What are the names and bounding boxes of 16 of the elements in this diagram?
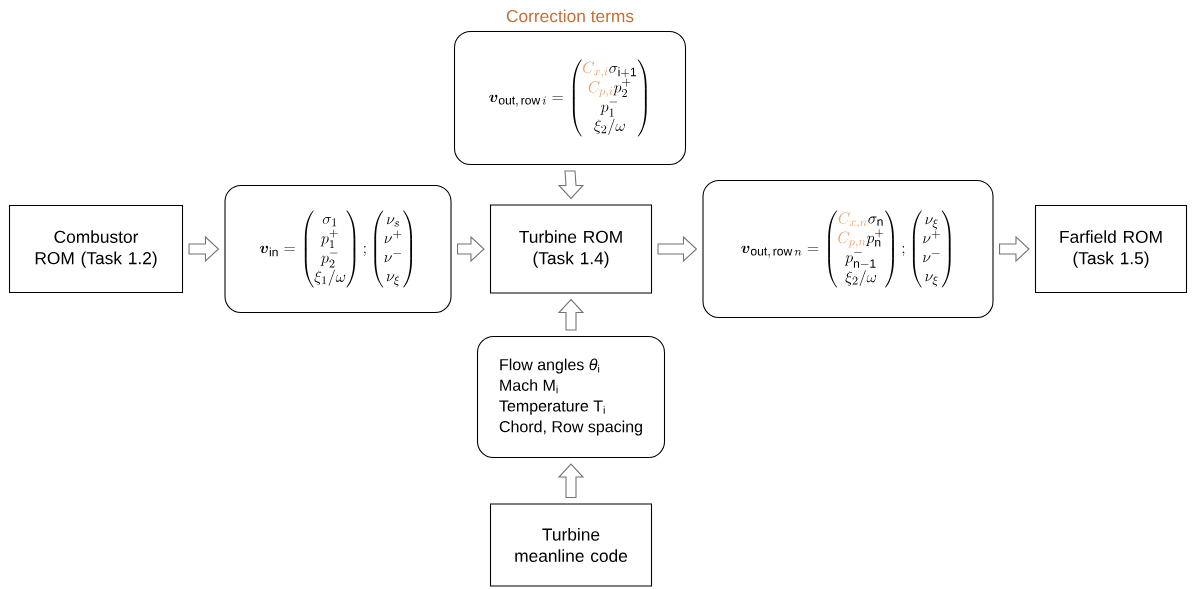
block-arrow (999, 235, 1030, 263)
block-arrow (188, 235, 220, 263)
process-box: Turbine ROM (Task 1.4) (489, 204, 653, 294)
parameter-box: Flow angles θ$_{i}$ Mach M$_{i}$ Temperature T$_{i}$ Chord, Row spacing (476, 335, 666, 459)
process-box: Farfield ROM (Task 1.5) (1034, 204, 1188, 294)
process-box: Turbine meanline code (489, 503, 653, 587)
block-arrow (557, 170, 585, 200)
block-arrow (557, 298, 585, 331)
vector-box: $\boldsymbol{v}_{\mathrm{out,\,row}\,i} = \begin{pmatrix}\textcolor[HTML]{E8A070}{C_{x,i}}\sigma_{\mathrm{i+1}}\\ \textcolor[HTML]{E8A070}{C_{p,i}}p_2^+\\ p_1^-\\ \xi_2/\omega\end{pmatrix}$ (453, 30, 687, 166)
process-box: Combustor ROM (Task 1.2) (8, 204, 184, 294)
box-heading: Correction terms (506, 9, 634, 23)
block-arrow (657, 235, 698, 263)
block-arrow (457, 235, 485, 263)
vector-box: $\boldsymbol{v}_{\mathrm{out,\,row}\,n} = \begin{pmatrix}\textcolor[HTML]{E8A070}{C_{x,n}}\sigma_{\mathrm{n}}\\ \textcolor[HTML]{E8A070}{C_{p,n}}p_{\mathrm{n}}^+\\ p_{\mathrm{n-1}}^-\\ \xi_2/\omega\end{pmatrix};\begin{pmatrix}\nu_\xi\\ \nu^+\\ \nu^-\\ \nu_\xi\end{pmatrix}$ (702, 179, 994, 319)
block-arrow (557, 463, 585, 498)
vector-box: $\boldsymbol{v}_{\mathrm{in}} = \begin{pmatrix}\sigma_1\\ p_1^+\\ p_2^-\\ \xi_1/\omega\end{pmatrix};\begin{pmatrix}\nu_s\\ \nu^+\\ \nu^-\\ \nu_\xi\end{pmatrix}$ (224, 184, 452, 314)
